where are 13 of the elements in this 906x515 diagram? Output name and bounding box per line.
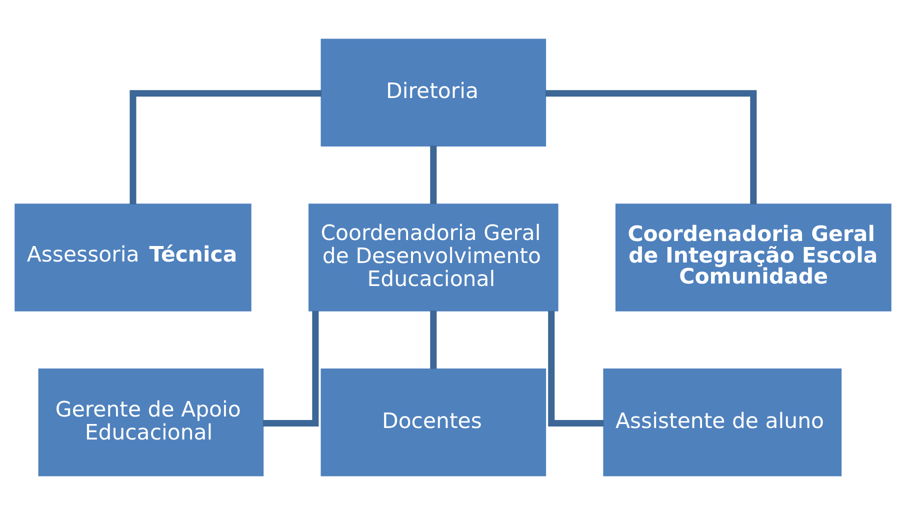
connector [430,310,437,369]
connector [130,90,322,204]
node-box: Assistente de aluno [603,368,842,476]
node-box: Assessoria Técnica [14,204,252,312]
node-box: Docentes [320,368,546,476]
connector [545,90,757,204]
connector [548,310,604,426]
node-box: Diretoria [320,38,546,146]
connector [430,146,437,204]
node-box: Coordenadoria Geral de Desenvolvimento Educacional [308,204,558,312]
node-box: Coordenadoria Geral de Integração Escola Comunidade [615,204,892,312]
connector [262,310,319,426]
node-box: Gerente de Apoio Educacional [38,368,264,476]
